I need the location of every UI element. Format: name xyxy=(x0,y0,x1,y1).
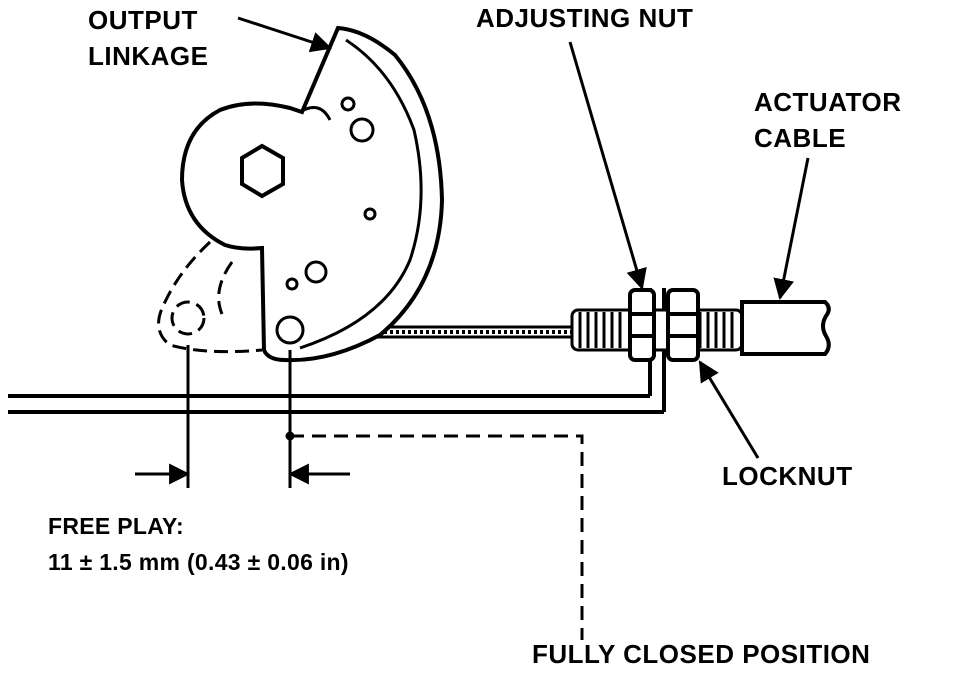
free-play-value: 11 ± 1.5 mm (0.43 ± 0.06 in) xyxy=(48,549,349,575)
output-linkage-label-line1: OUTPUT xyxy=(88,5,198,35)
threaded-rod xyxy=(570,308,744,352)
output-linkage-ghost-arm xyxy=(157,240,263,354)
adjusting-nut-label: ADJUSTING NUT xyxy=(476,3,694,33)
linkage-holes xyxy=(275,96,377,345)
leader-arrows xyxy=(237,16,810,459)
output-linkage-label-line2: LINKAGE xyxy=(88,41,209,71)
free-play-title: FREE PLAY: xyxy=(48,513,184,539)
fully-closed-line xyxy=(290,434,584,640)
actuator-cable-housing xyxy=(740,300,831,356)
actuator-cable-label-line2: CABLE xyxy=(754,123,847,153)
fully-closed-position-label: FULLY CLOSED POSITION xyxy=(532,639,871,669)
output-linkage-shape xyxy=(179,25,445,363)
locknut-shape xyxy=(666,288,700,362)
actuator-cable-label-line1: ACTUATOR xyxy=(754,87,902,117)
free-play-dimension xyxy=(135,345,350,488)
hub-nut xyxy=(240,143,285,199)
adjusting-nut-shape xyxy=(628,288,656,362)
locknut-label: LOCKNUT xyxy=(722,461,853,491)
